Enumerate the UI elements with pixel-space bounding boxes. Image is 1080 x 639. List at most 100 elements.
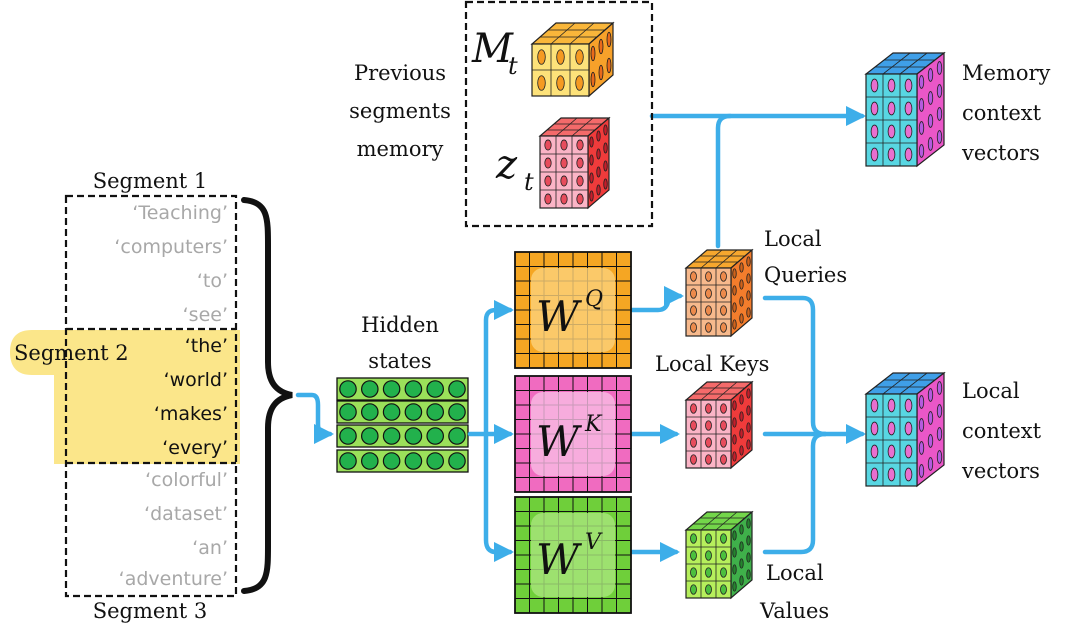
- wq-superscript: Q: [585, 287, 603, 312]
- hidden-state-unit: [404, 452, 423, 470]
- segments-dashed-box: [64, 194, 238, 598]
- values-side-cell: [739, 541, 744, 552]
- hidden-state-unit: [339, 380, 357, 398]
- memctx-front-cell: [904, 101, 913, 116]
- keys-front-cell: [720, 420, 727, 431]
- keys-front-cell: [690, 454, 697, 465]
- memctx-front-cell: [887, 101, 896, 116]
- keys-side-cell: [739, 445, 744, 456]
- wk-superscript: K: [584, 412, 603, 437]
- wk-matrix: [514, 375, 632, 493]
- memctx-side-cell: [936, 84, 943, 98]
- mt-symbol: M: [471, 26, 514, 72]
- memory-context-line2: context: [962, 101, 1042, 125]
- memctx-front-cell: [887, 78, 896, 93]
- hidden-state-unit: [426, 452, 444, 470]
- queries-top-line: [715, 249, 738, 269]
- token-every: ‘every’: [162, 437, 228, 459]
- keys-front-cell: [720, 437, 727, 448]
- localctx-side-cell: [927, 411, 934, 425]
- zt-side-cell: [603, 124, 608, 136]
- mt-subscript: t: [508, 52, 518, 80]
- queries-side-cell: [732, 302, 737, 313]
- hidden-state-unit: [360, 452, 379, 470]
- hidden-state-unit: [382, 452, 401, 470]
- token-adventure: ‘adventure’: [119, 568, 228, 590]
- localctx-front-cell: [887, 467, 896, 482]
- localctx-front-cell: [904, 467, 913, 482]
- segment-2-label: Segment 2: [14, 341, 129, 365]
- zt-side-cell: [596, 166, 601, 178]
- wq-symbol: W: [536, 292, 583, 341]
- zt-front-cell: [560, 157, 568, 169]
- queries-front-cell: [690, 271, 697, 282]
- memctx-side-cell: [918, 144, 925, 158]
- queries-side-cell: [746, 307, 751, 318]
- zt-front-cell: [560, 175, 568, 187]
- mt-side-cell: [590, 45, 596, 62]
- keys-top-line: [700, 381, 723, 401]
- zt-symbol: z: [495, 142, 518, 188]
- localctx-front-cell: [904, 421, 913, 436]
- memctx-front-cell: [904, 78, 913, 93]
- arrow-hidden-to-wq: [483, 299, 515, 437]
- memctx-front-cell: [870, 78, 879, 93]
- localctx-side-cell: [927, 434, 934, 448]
- zt-side-cell: [596, 184, 601, 196]
- zt-top-line: [555, 117, 578, 137]
- keys-side-cell: [746, 388, 751, 399]
- localctx-front-cell: [887, 421, 896, 436]
- memctx-front-cell: [887, 147, 896, 162]
- memctx-side-cell: [936, 107, 943, 121]
- token-makes: ‘makes’: [154, 403, 228, 425]
- wk-symbol: W: [536, 417, 583, 466]
- keys-top-line: [715, 381, 738, 401]
- queries-front-cell: [705, 288, 712, 299]
- zt-side-cell: [589, 190, 594, 202]
- keys-front-cell: [720, 403, 727, 414]
- flow-arrows: [295, 105, 867, 563]
- local-keys-tensor: [684, 380, 754, 470]
- mt-front-cell: [575, 75, 584, 91]
- localctx-front-cell: [904, 398, 913, 413]
- hidden-states-vectors: [336, 377, 469, 473]
- keys-side-cell: [739, 394, 744, 405]
- zt-front-cell: [560, 193, 568, 205]
- wq-matrix: [514, 251, 632, 369]
- memctx-side-cell: [927, 91, 934, 105]
- wv-matrix: [514, 496, 632, 614]
- localctx-front-cell: [887, 444, 896, 459]
- hidden-state-unit: [382, 403, 401, 421]
- values-front-cell: [690, 550, 697, 561]
- localctx-side-cell: [918, 441, 925, 455]
- localctx-side-cell: [936, 427, 943, 441]
- queries-side-cell: [732, 285, 737, 296]
- memory-context-tensor: [864, 51, 946, 168]
- zt-front-cell: [576, 193, 584, 205]
- zt-side-cell: [596, 148, 601, 160]
- arrow-queries-to-local: [762, 295, 828, 437]
- wq-highlight: [530, 267, 616, 353]
- values-top-line: [715, 511, 738, 531]
- hidden-state-unit: [382, 427, 401, 445]
- memctx-front-cell: [904, 124, 913, 139]
- previous-memory-line1: Previous: [354, 61, 446, 85]
- zt-front-cell: [544, 157, 552, 169]
- wk-highlight: [530, 391, 616, 477]
- values-side-cell: [732, 547, 737, 558]
- values-front-cell: [690, 567, 697, 578]
- zt-front-cell: [576, 175, 584, 187]
- mt-front-cell: [556, 75, 565, 91]
- queries-front-cell: [690, 322, 697, 333]
- localctx-front-cell: [870, 444, 879, 459]
- hidden-state-unit: [360, 380, 379, 398]
- local-values-tensor: [684, 510, 754, 600]
- memctx-side-cell: [918, 98, 925, 112]
- zt-top-line: [571, 117, 594, 137]
- wv-superscript: V: [585, 530, 603, 555]
- values-front-cell: [720, 584, 727, 595]
- localctx-top-line: [899, 372, 928, 395]
- values-side-cell: [746, 518, 751, 529]
- queries-front-cell: [690, 305, 697, 316]
